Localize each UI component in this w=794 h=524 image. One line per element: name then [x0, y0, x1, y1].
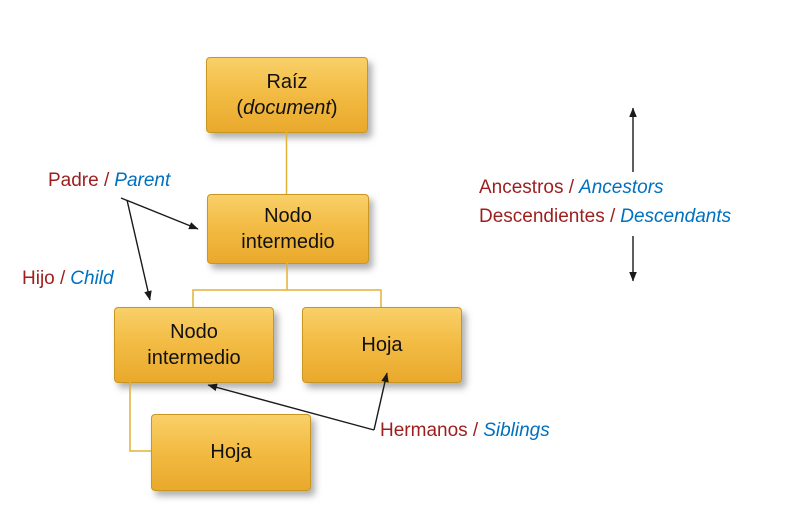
label-siblings-es: Hermanos / [380, 420, 479, 441]
paren-open: ( [236, 97, 244, 119]
connector-left-child-to-bottom-leaf [129, 381, 151, 452]
label-ancestors-en: Ancestors [579, 177, 664, 198]
node-root-subtitle: (document) [236, 95, 337, 121]
arrow-parent-to-mid-node [120, 197, 199, 230]
label-descendants-es: Descendientes / [479, 205, 616, 227]
label-parent-es: Padre / [48, 170, 110, 191]
node-root: Raíz (document) [206, 57, 368, 133]
node-intermediate-left-label: Nodo intermedio [147, 320, 241, 369]
label-parent: Padre /Parent [48, 167, 170, 196]
node-leaf-bottom: Hoja [151, 414, 311, 491]
label-siblings: Hermanos /Siblings [380, 417, 550, 446]
paren-close: ) [330, 97, 338, 119]
label-descendants-en: Descendants [620, 205, 732, 227]
node-leaf-right: Hoja [302, 307, 462, 383]
connector-mid-to-children [192, 262, 382, 307]
label-ancestors-es: Ancestros / [479, 177, 575, 198]
node-root-title: Raíz [266, 70, 308, 93]
label-descendants: Descendientes /Descendants [479, 203, 731, 232]
label-ancestors: Ancestros /Ancestors [479, 174, 731, 203]
label-siblings-en: Siblings [483, 420, 550, 441]
label-child: Hijo /Child [22, 265, 114, 294]
node-leaf-right-label: Hoja [361, 333, 403, 356]
label-child-en: Child [70, 268, 114, 289]
node-intermediate-mid-label: Nodo intermedio [241, 204, 335, 253]
node-intermediate-left: Nodo intermedio [114, 307, 274, 383]
arrow-parent-to-left-child [126, 199, 152, 301]
node-leaf-bottom-label: Hoja [210, 441, 252, 464]
label-child-es: Hijo / [22, 268, 66, 289]
label-parent-en: Parent [114, 170, 171, 191]
label-ancestors-descendants: Ancestros /Ancestors Descendientes /Desc… [479, 174, 731, 231]
node-root-subtitle-word: document [243, 97, 331, 119]
node-intermediate-mid: Nodo intermedio [207, 194, 369, 264]
